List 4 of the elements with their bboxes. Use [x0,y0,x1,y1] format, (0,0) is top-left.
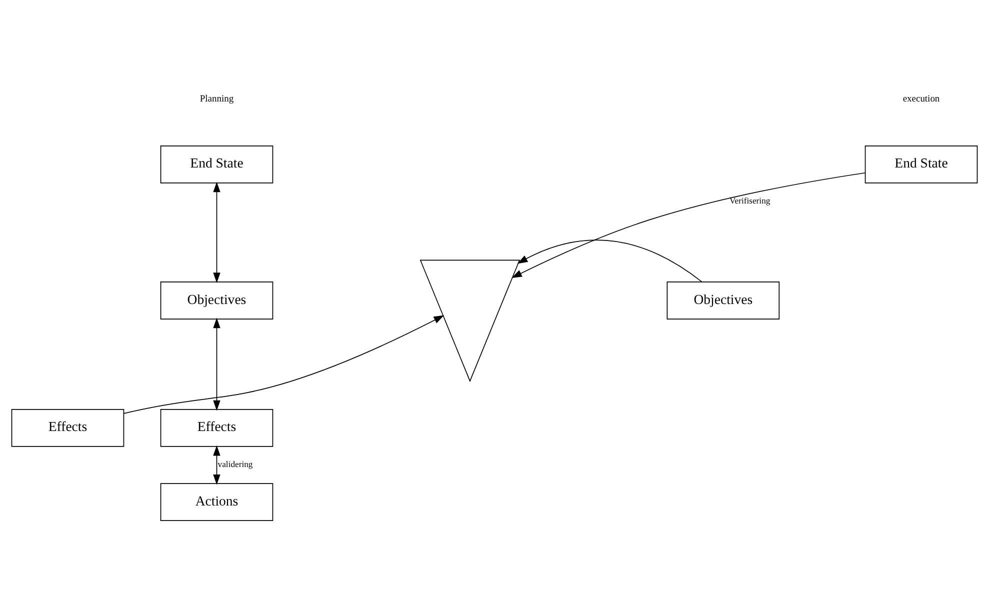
edge-label: validering [218,459,253,470]
edge-label: Verifisering [730,196,770,206]
label: execution [902,94,940,104]
label: Planning [200,94,234,104]
